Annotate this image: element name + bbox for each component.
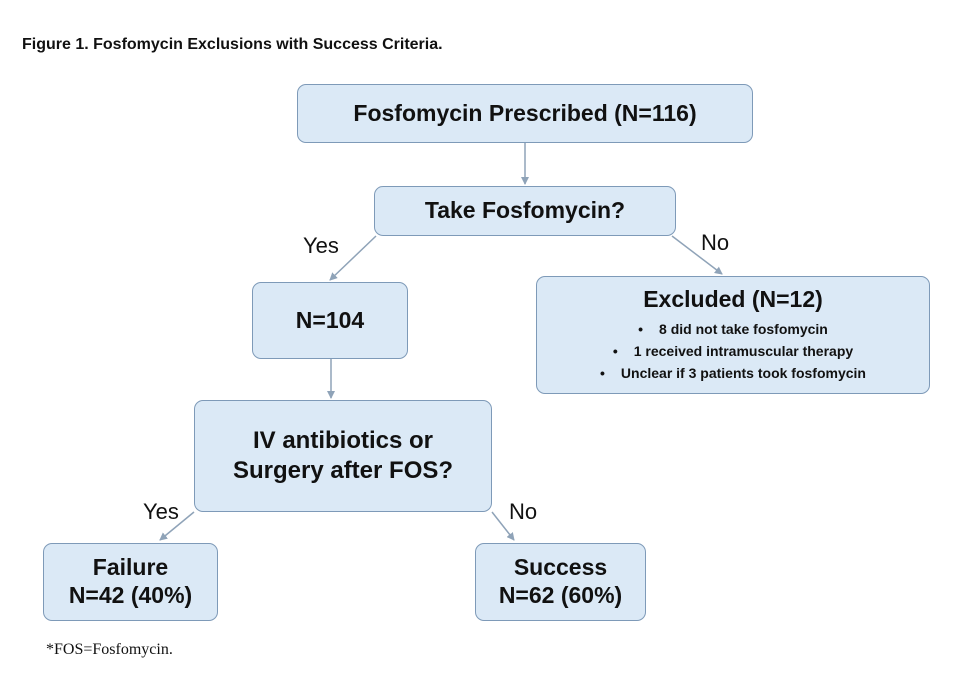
node-question-line1: IV antibiotics or: [252, 427, 434, 454]
footnote: *FOS=Fosfomycin.: [46, 641, 173, 658]
node-success: Success N=62 (60%): [475, 543, 646, 621]
node-failure-line2: N=42 (40%): [68, 582, 193, 608]
arrow-question-yes: [159, 511, 195, 541]
excluded-reason: 1 received intramuscular therapy: [600, 340, 866, 362]
node-fosfomycin-prescribed-text: Fosfomycin Prescribed (N=116): [353, 99, 697, 126]
node-success-line2: N=62 (60%): [498, 582, 623, 608]
arrow-question-no: [491, 511, 515, 541]
label-question-no: No: [509, 499, 538, 524]
node-iv-or-surgery-question: IV antibiotics or Surgery after FOS?: [194, 400, 492, 512]
node-included-text: N=104: [295, 306, 365, 333]
figure-title: Figure 1. Fosfomycin Exclusions with Suc…: [22, 36, 443, 53]
node-included: N=104: [252, 282, 408, 359]
node-fosfomycin-prescribed: Fosfomycin Prescribed (N=116): [297, 84, 753, 143]
label-take-yes: Yes: [303, 233, 339, 258]
node-excluded-title: Excluded (N=12): [643, 286, 823, 313]
label-take-no: No: [701, 230, 730, 255]
node-excluded: Excluded (N=12) 8 did not take fosfomyci…: [536, 276, 930, 394]
node-failure: Failure N=42 (40%): [43, 543, 218, 621]
node-take-fosfomycin-text: Take Fosfomycin?: [424, 197, 626, 224]
label-question-yes: Yes: [143, 499, 179, 524]
excluded-reason: Unclear if 3 patients took fosfomycin: [600, 362, 866, 384]
arrow-take-no: [671, 235, 723, 275]
node-question-line2: Surgery after FOS?: [232, 457, 454, 484]
node-take-fosfomycin: Take Fosfomycin?: [374, 186, 676, 236]
node-success-line1: Success: [513, 554, 608, 581]
excluded-reason: 8 did not take fosfomycin: [600, 318, 866, 340]
arrow-take-yes: [329, 235, 377, 281]
excluded-reasons-list: 8 did not take fosfomycin 1 received int…: [600, 318, 866, 384]
node-failure-line1: Failure: [92, 554, 169, 581]
